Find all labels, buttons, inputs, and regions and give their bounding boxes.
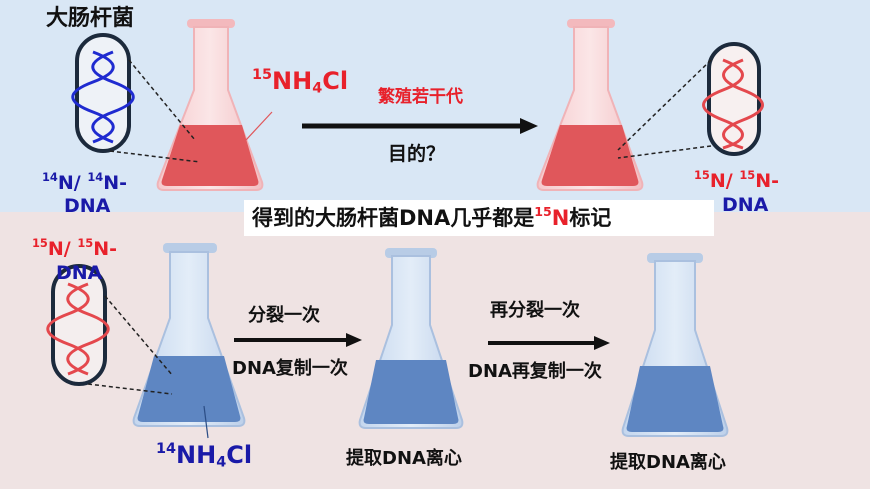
- blue-medium-liquid: [137, 356, 241, 422]
- arrow1-top-label: 分裂一次: [248, 305, 320, 326]
- arrow1-bottom-label: DNA复制一次: [232, 358, 348, 379]
- conclusion-banner: [244, 200, 714, 236]
- bacterium-top-right: [617, 42, 764, 159]
- red-medium-liquid: [541, 125, 639, 186]
- flask-top-right: [536, 19, 644, 191]
- flask-top-left: [156, 19, 264, 191]
- top-right-dna-label: 15N/ 15N-: [694, 168, 779, 192]
- arrow-top-question: 目的？: [388, 143, 446, 165]
- bottom-left-dna-label: 15N/ 15N-: [32, 236, 117, 260]
- blue-medium-liquid: [363, 360, 459, 424]
- blue-medium-liquid: [626, 366, 724, 432]
- bacterium-bottom: [46, 264, 174, 395]
- top-right-dna-word: DNA: [722, 194, 769, 216]
- top-left-dna-word: DNA: [64, 195, 111, 217]
- arrow2-bottom-label: DNA再复制一次: [468, 361, 602, 382]
- arrow-top-label: 繁殖若干代: [378, 87, 463, 107]
- top-left-dna-label: 14N/ 14N-: [42, 170, 127, 194]
- bottom-medium-label: 14NH4Cl: [156, 441, 253, 471]
- extract-label-2: 提取DNA离心: [610, 452, 726, 473]
- label-leader-line: [203, 405, 209, 439]
- extract-label-1: 提取DNA离心: [346, 448, 462, 469]
- bacterium-top-left: [71, 33, 201, 163]
- flask-bottom-1: [132, 243, 246, 427]
- arrow2-top-label: 再分裂一次: [490, 300, 580, 321]
- arrow-top: [302, 118, 538, 134]
- red-medium-liquid: [161, 125, 259, 186]
- label-leader-line: [245, 111, 273, 141]
- conclusion-text: 得到的大肠杆菌DNA几乎都是15N标记: [252, 204, 612, 230]
- arrow-bottom-1: [234, 333, 362, 347]
- bacteria-label: 大肠杆菌: [46, 6, 135, 31]
- bottom-left-dna-word: DNA: [56, 262, 103, 284]
- flask-bottom-2: [358, 248, 464, 429]
- flask-bottom-3: [621, 253, 729, 437]
- top-medium-label: 15NH4Cl: [252, 67, 349, 97]
- arrow-bottom-2: [488, 336, 610, 350]
